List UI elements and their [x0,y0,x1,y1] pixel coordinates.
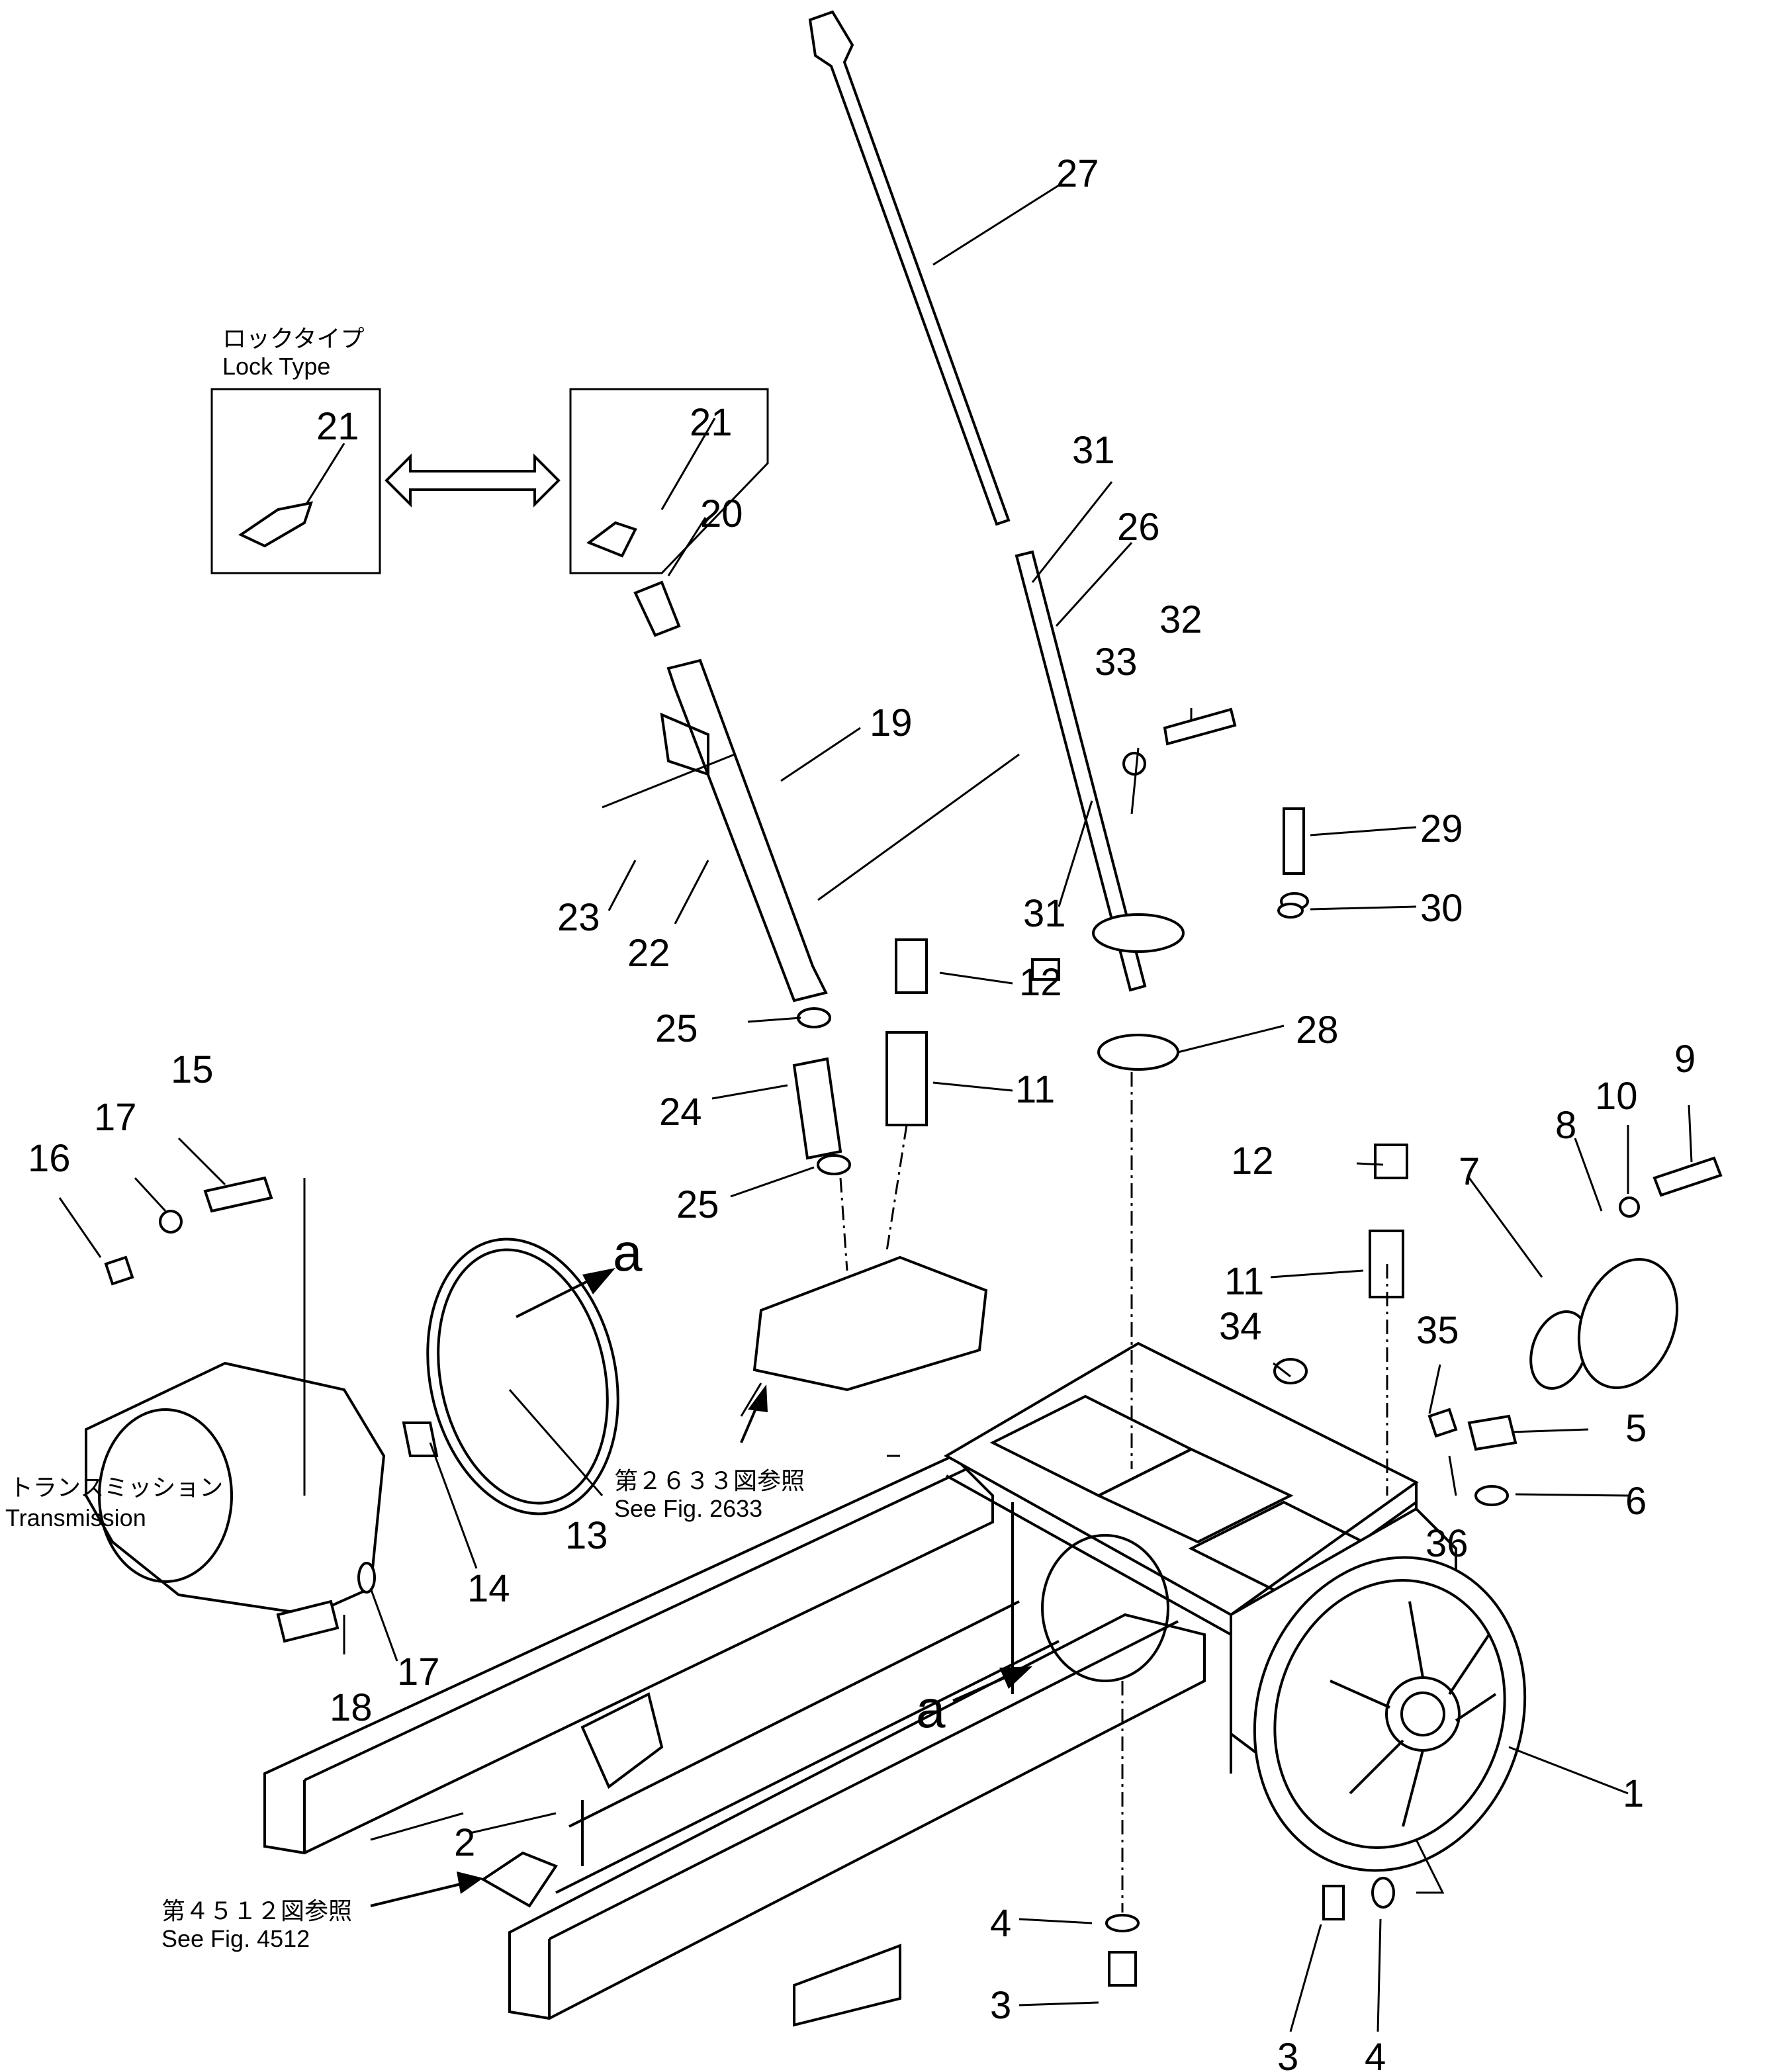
ref-2633-jp: 第２６３３図参照 [614,1467,805,1494]
callout-22: 22 [627,932,670,975]
callout-12-upper: 12 [1019,961,1062,1004]
callout-36: 36 [1426,1522,1469,1565]
transmission-assembly [85,1176,619,1643]
callout-3-right: 3 [1277,2036,1298,2072]
view-label-a-lower: a [916,1680,946,1738]
lock-type-caption: ロックタイプ Lock Type [222,325,365,380]
callout-2: 2 [454,1821,475,1864]
callout-17-lower: 17 [397,1650,440,1693]
callout-21-right: 21 [690,401,733,444]
callout-26: 26 [1117,506,1160,549]
callout-8: 8 [1555,1104,1576,1147]
callout-12-right: 12 [1231,1140,1274,1183]
callout-20: 20 [700,492,743,535]
callout-19: 19 [870,701,913,744]
callout-34: 34 [1219,1305,1262,1348]
callout-31-upper: 31 [1072,429,1115,472]
callout-30-label: 30 [1420,887,1463,930]
callout-18: 18 [330,1686,373,1729]
callout-33: 33 [1095,641,1138,684]
lock-type-jp: ロックタイプ [222,325,365,352]
callout-11-right: 11 [1224,1260,1264,1303]
callout-numbers: 1 2 3 3 4 4 5 6 7 8 9 10 11 11 12 12 13 … [28,152,1696,2072]
dipstick-guide-26 [1015,550,1185,992]
callout-9: 9 [1674,1038,1696,1081]
callout-21-left: 21 [316,405,359,448]
leader-lines [58,184,1693,2032]
ref-4512-jp: 第４５１２図参照 [161,1897,352,1924]
callout-25-upper: 25 [655,1007,698,1050]
lock-type-en: Lock Type [222,353,330,380]
callout-4-lower: 4 [990,1902,1011,1945]
callout-25-lower: 25 [676,1183,719,1226]
callout-24: 24 [659,1091,702,1134]
view-arrow-a-upper [516,1268,615,1318]
reference-arrow-2633 [740,1384,768,1443]
double-arrow-icon [385,453,561,508]
callout-28: 28 [1296,1009,1339,1052]
callout-6: 6 [1625,1480,1647,1523]
callout-13: 13 [565,1514,608,1557]
view-label-a-upper: a [613,1223,643,1282]
callout-27: 27 [1056,152,1099,195]
callout-14: 14 [467,1567,510,1610]
callout-35: 35 [1416,1309,1459,1352]
reference-arrow-4512 [370,1851,559,1908]
callout-11-upper: 11 [1015,1068,1055,1111]
ref-4512-en: See Fig. 4512 [161,1925,310,1952]
lock-type-inset-left [210,388,381,574]
dipstick-rod-27 [808,10,1011,526]
callout-29: 29 [1420,807,1463,850]
callout-31-lower: 31 [1023,892,1066,935]
see-fig-2633-caption: 第２６３３図参照 See Fig. 2633 [614,1467,805,1522]
ref-2633-en: See Fig. 2633 [614,1495,762,1522]
main-frame-case [263,1341,1527,2027]
view-arrow-a-lower [952,1666,1032,1702]
see-fig-4512-caption: 第４５１２図参照 See Fig. 4512 [161,1897,352,1952]
small-parts [633,580,1723,1987]
callout-23: 23 [557,896,600,939]
callout-32: 32 [1159,598,1202,641]
dashed-center-lines [839,1072,1388,1913]
transmission-caption: トランスミッション Transmission [5,1474,223,1531]
callout-10: 10 [1595,1075,1638,1118]
callout-1: 1 [1623,1772,1644,1815]
callout-4-right: 4 [1365,2036,1386,2072]
callout-3-lower: 3 [990,1984,1011,2027]
transmission-jp: トランスミッション [9,1474,223,1501]
callout-5: 5 [1625,1407,1647,1450]
lock-type-inset-right [569,388,769,574]
callout-7: 7 [1459,1150,1480,1193]
filler-tube-19 [660,658,828,1003]
transmission-en: Transmission [5,1504,146,1531]
callout-16: 16 [28,1137,71,1180]
callout-15: 15 [171,1048,214,1091]
callout-17-upper: 17 [94,1096,137,1139]
